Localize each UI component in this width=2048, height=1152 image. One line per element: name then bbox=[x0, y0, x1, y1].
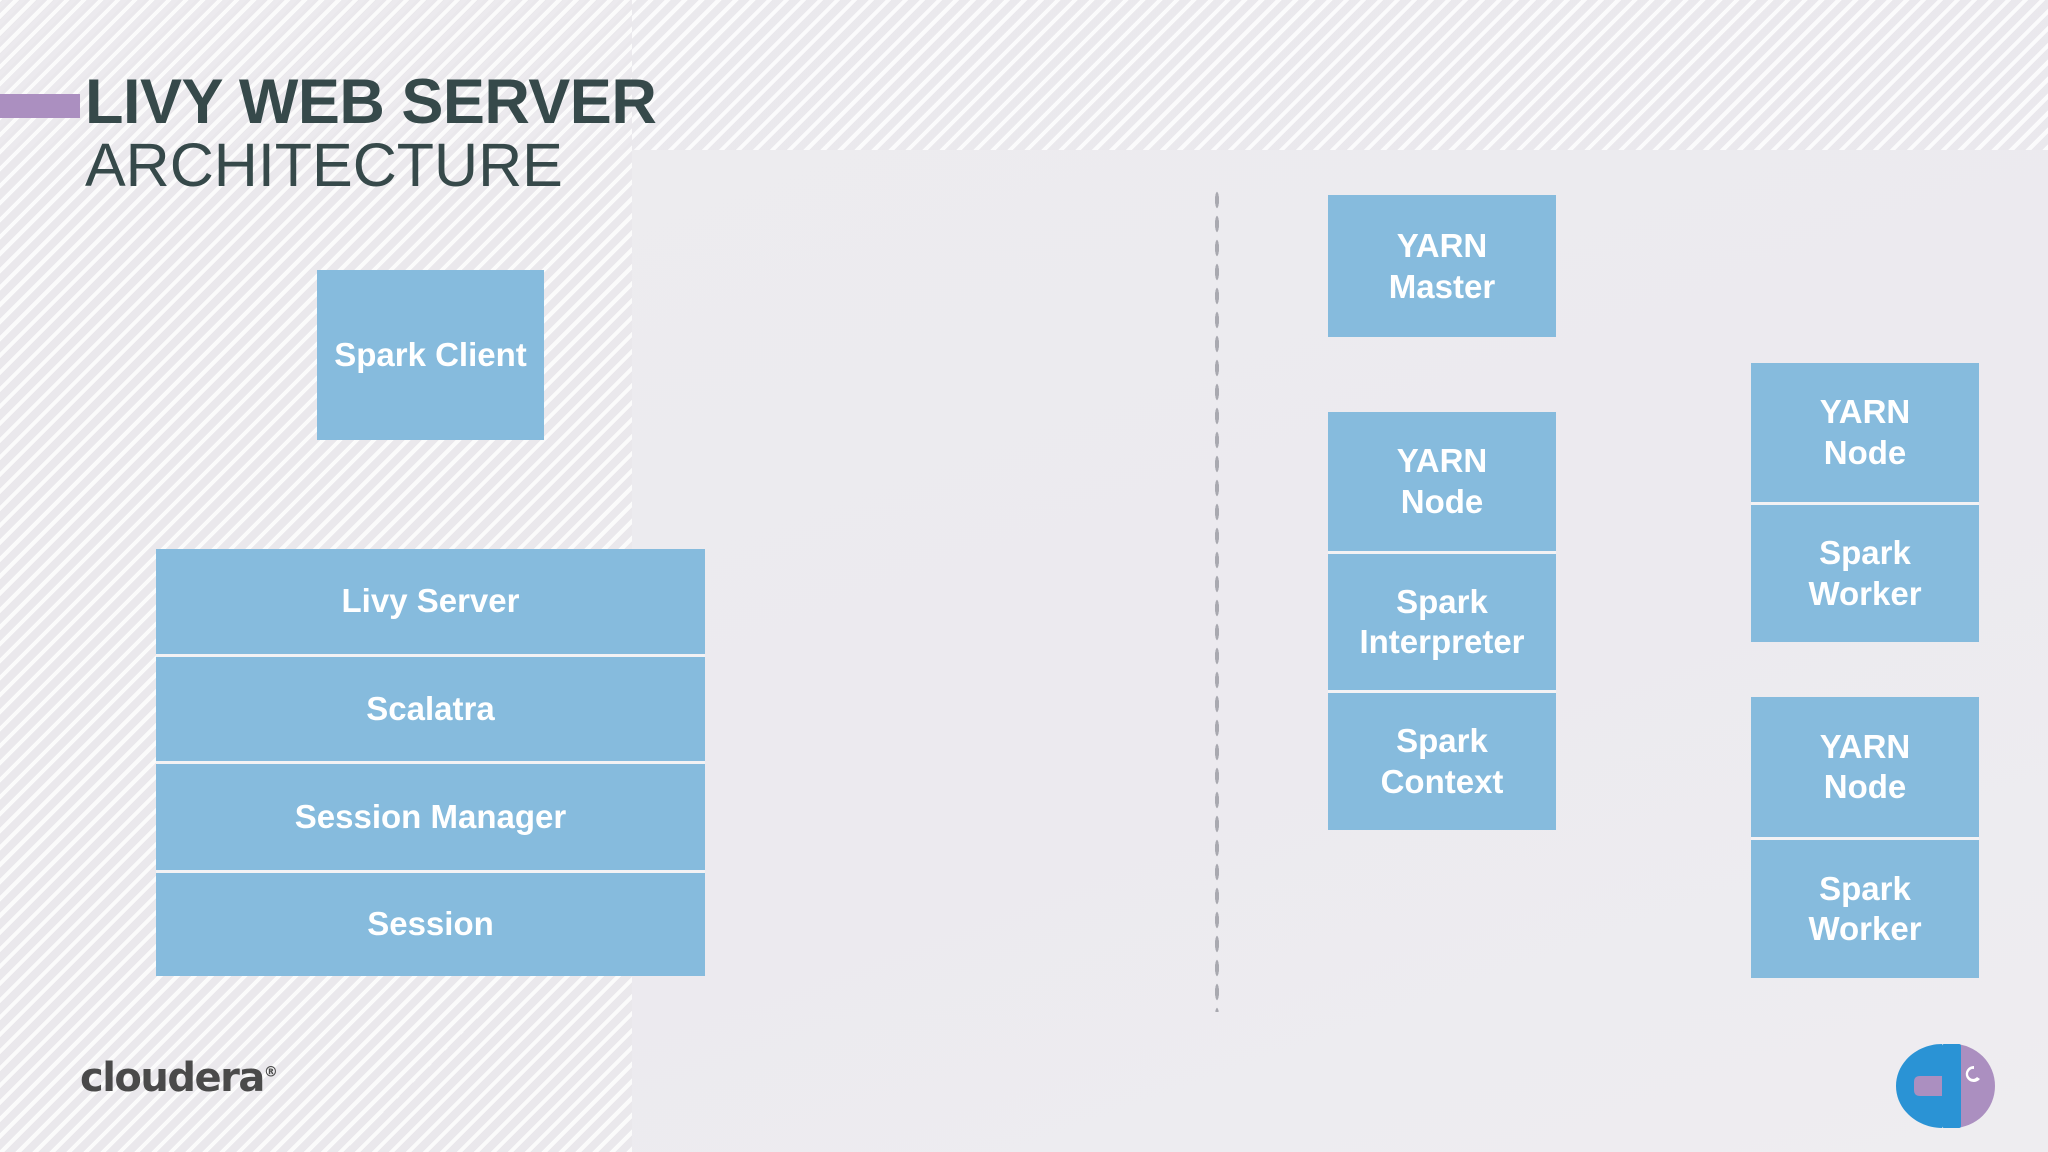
yarn-node-worker-stack-2: YARN Node Spark Worker bbox=[1751, 697, 1979, 978]
spark-interpreter-label: Spark Interpreter bbox=[1328, 582, 1556, 663]
livy-server-stack: Livy Server Scalatra Session Manager Ses… bbox=[156, 549, 705, 979]
livy-server-label: Livy Server bbox=[341, 582, 520, 620]
registered-trademark-mark: ® bbox=[263, 1064, 278, 1081]
title-line-primary: LIVY WEB SERVER bbox=[85, 67, 657, 137]
yarn-node-driver-stack: YARN Node Spark Interpreter Spark Contex… bbox=[1328, 412, 1556, 830]
stack-segment-spark-interpreter: Spark Interpreter bbox=[1328, 551, 1556, 690]
yarn-node-worker-1-label: YARN Node bbox=[1751, 392, 1979, 473]
stack-segment-spark-worker-1: Spark Worker bbox=[1751, 502, 1979, 642]
stack-segment-livy-server: Livy Server bbox=[156, 549, 705, 654]
stack-segment-yarn-node-worker-1: YARN Node bbox=[1751, 363, 1979, 502]
yarn-node-driver-label-line1: YARN bbox=[1396, 442, 1488, 480]
title-accent-bar bbox=[0, 94, 80, 118]
spark-client-label: Spark Client bbox=[334, 336, 527, 374]
yarn-node-driver-label: YARN Node bbox=[1328, 441, 1556, 522]
session-label: Session bbox=[367, 905, 494, 943]
yarn-node-driver-label-line2: Node bbox=[1400, 482, 1484, 520]
yarn-master-label-line1: YARN bbox=[1396, 226, 1488, 264]
spark-client-box: Spark Client bbox=[317, 270, 544, 440]
stack-segment-spark-worker-2: Spark Worker bbox=[1751, 837, 1979, 978]
stack-segment-scalatra: Scalatra bbox=[156, 654, 705, 761]
yarn-master-label: YARN Master bbox=[1328, 225, 1556, 308]
yarn-node-worker-stack-1: YARN Node Spark Worker bbox=[1751, 363, 1979, 642]
yarn-node-worker-1-label-line2: Node bbox=[1823, 433, 1907, 471]
hortonworks-cloudera-h-logo bbox=[1878, 1030, 1998, 1142]
cloudera-wordmark: cloudera® bbox=[80, 1055, 278, 1101]
scalatra-label: Scalatra bbox=[366, 689, 495, 727]
dotted-divider bbox=[1214, 188, 1220, 1012]
spark-worker-2-label-line1: Spark bbox=[1819, 869, 1911, 907]
spark-worker-1-label-line2: Worker bbox=[1808, 574, 1922, 612]
spark-worker-1-label: Spark Worker bbox=[1751, 533, 1979, 614]
yarn-node-worker-2-label: YARN Node bbox=[1751, 727, 1979, 808]
stack-segment-session: Session bbox=[156, 870, 705, 976]
cloudera-wordmark-text: cloudera bbox=[80, 1055, 265, 1101]
spark-context-label-line1: Spark bbox=[1396, 722, 1488, 760]
spark-worker-2-label-line2: Worker bbox=[1808, 910, 1922, 947]
stack-segment-session-manager: Session Manager bbox=[156, 761, 705, 870]
stack-segment-spark-context: Spark Context bbox=[1328, 690, 1556, 830]
stack-segment-yarn-node-worker-2: YARN Node bbox=[1751, 697, 1979, 837]
stack-segment-yarn-node-driver: YARN Node bbox=[1328, 412, 1556, 551]
spark-interpreter-label-line2: Interpreter bbox=[1359, 623, 1525, 660]
spark-context-label-line2: Context bbox=[1380, 762, 1504, 800]
yarn-master-box: YARN Master bbox=[1328, 195, 1556, 337]
yarn-node-worker-1-label-line1: YARN bbox=[1819, 393, 1911, 431]
yarn-node-worker-2-label-line1: YARN bbox=[1819, 727, 1911, 765]
yarn-master-label-line2: Master bbox=[1388, 268, 1496, 305]
spark-worker-2-label: Spark Worker bbox=[1751, 869, 1979, 950]
spark-interpreter-label-line1: Spark bbox=[1396, 582, 1488, 620]
page-title: LIVY WEB SERVER ARCHITECTURE bbox=[85, 67, 657, 199]
spark-context-label: Spark Context bbox=[1328, 721, 1556, 802]
session-manager-label: Session Manager bbox=[294, 797, 567, 835]
spark-worker-1-label-line1: Spark bbox=[1819, 534, 1911, 572]
yarn-node-worker-2-label-line2: Node bbox=[1823, 768, 1907, 805]
title-line-secondary: ARCHITECTURE bbox=[85, 130, 563, 199]
